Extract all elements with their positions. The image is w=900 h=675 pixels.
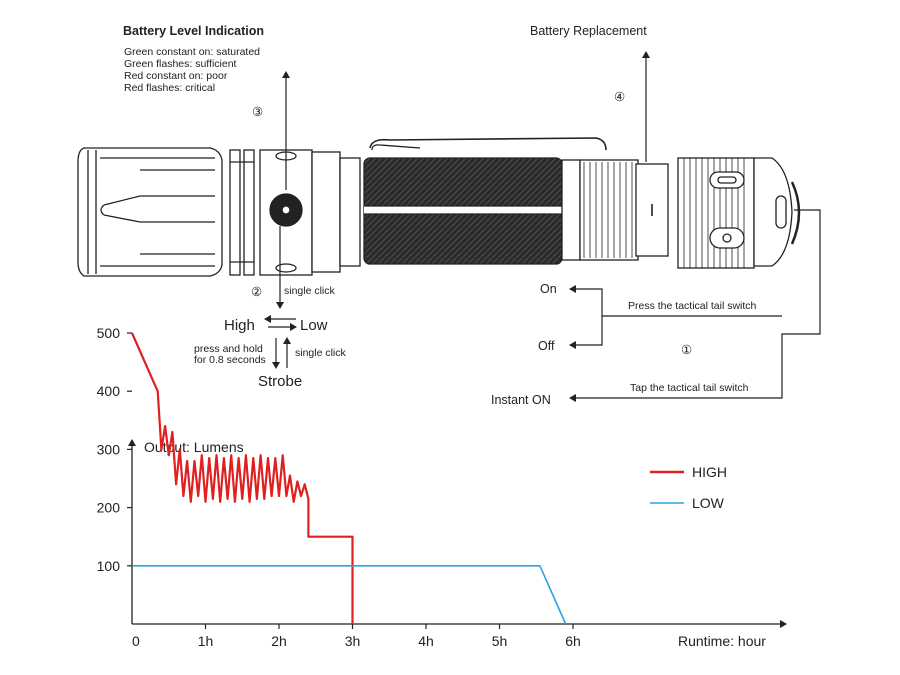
tail-instant-on-label: Instant ON — [491, 393, 551, 407]
tap-tail-switch-label: Tap the tactical tail switch — [630, 382, 749, 394]
y-tick-label: 300 — [97, 441, 121, 457]
battery-indication-line-1: Green constant on: saturated — [124, 46, 260, 58]
press-hold-line-1: press and hold — [194, 343, 263, 355]
x-tick-label: 2h — [271, 633, 287, 649]
x-tick-label: 6h — [565, 633, 581, 649]
x-tick-label: 1h — [198, 633, 214, 649]
battery-replacement-title: Battery Replacement — [530, 24, 647, 38]
mode-low-label: Low — [300, 317, 328, 334]
x-tick-label: 3h — [345, 633, 361, 649]
tail-switch-connector — [569, 209, 821, 402]
battery-indication-line-3: Red constant on: poor — [124, 70, 228, 82]
legend-high-label: HIGH — [692, 464, 727, 480]
press-hold-line-2: for 0.8 seconds — [194, 354, 266, 366]
legend-low-label: LOW — [692, 495, 725, 511]
series-line-low — [132, 564, 567, 625]
single-click-top-label: single click — [284, 285, 336, 297]
tail-on-label: On — [540, 282, 557, 296]
marker-1: ① — [681, 343, 692, 357]
y-tick-label: 400 — [97, 383, 121, 399]
marker-4: ④ — [614, 90, 625, 104]
x-tick-label: 5h — [492, 633, 508, 649]
battery-indication-line-2: Green flashes: sufficient — [124, 58, 237, 70]
flashlight-illustration — [77, 137, 801, 277]
y-axis-label: Output: Lumens — [144, 439, 244, 455]
mode-strobe-label: Strobe — [258, 373, 302, 390]
series-line-high — [130, 332, 354, 624]
y-tick-label: 100 — [97, 558, 121, 574]
battery-indication-line-4: Red flashes: critical — [124, 82, 215, 94]
x-tick-label: 4h — [418, 633, 434, 649]
x-axis-label: Runtime: hour — [678, 633, 766, 649]
tail-off-label: Off — [538, 339, 555, 353]
mode-high-label: High — [224, 317, 255, 334]
y-tick-label: 500 — [97, 325, 121, 341]
y-tick-label: 200 — [97, 500, 121, 516]
x-tick-label: 0 — [132, 633, 140, 649]
runtime-chart: Output: Lumens Runtime: hour 100 200 300 40… — [97, 325, 787, 649]
marker-2: ② — [251, 285, 262, 299]
marker-3: ③ — [252, 105, 263, 119]
battery-indication-title: Battery Level Indication — [123, 24, 264, 38]
press-tail-switch-label: Press the tactical tail switch — [628, 300, 757, 312]
single-click-bottom-label: single click — [295, 347, 347, 359]
